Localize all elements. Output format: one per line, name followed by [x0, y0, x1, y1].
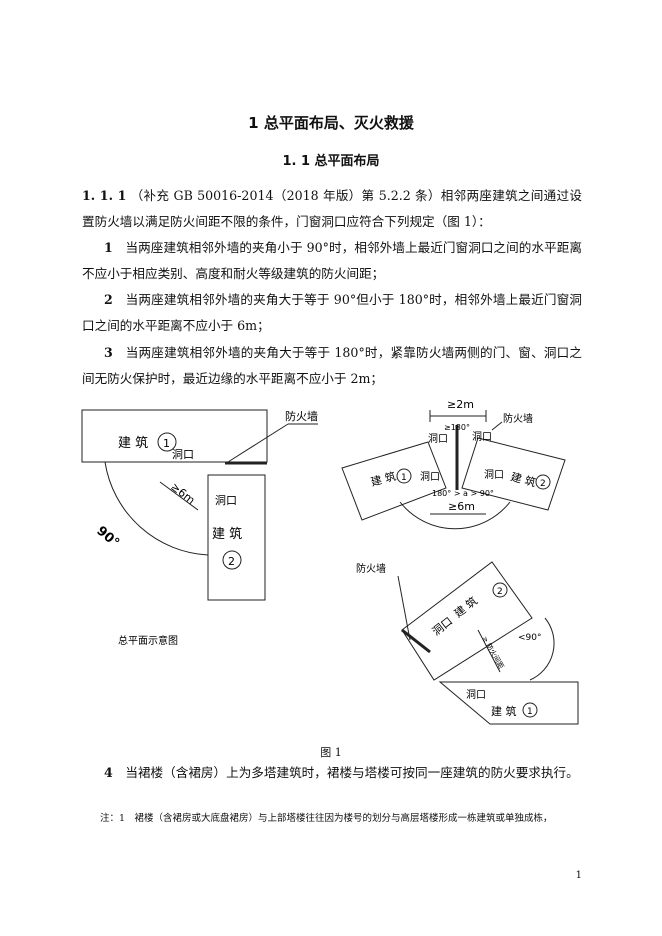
- building-2-label: 建 筑: [212, 526, 242, 542]
- item-text: 当两座建筑相邻外墙的夹角小于 90°时，相邻外墙上最近门窗洞口之间的水平距离不应…: [82, 240, 583, 281]
- building-1-outline-rt: [341, 441, 447, 521]
- page-number: 1: [575, 870, 582, 881]
- number-circle: [522, 702, 538, 718]
- item-number: 1: [104, 240, 113, 255]
- firewall-line-rb: [401, 628, 431, 654]
- distance-label: ≥6m: [168, 480, 197, 507]
- opening-label-rt-3: 洞口: [420, 471, 440, 483]
- building-1-label: 建 筑: [118, 435, 148, 451]
- building-1-number: 1: [163, 437, 170, 450]
- list-item-1: 1 当两座建筑相邻外墙的夹角小于 90°时，相邻外墙上最近门窗洞口之间的水平距离…: [82, 235, 582, 287]
- item-number: 3: [104, 345, 113, 360]
- figure-caption: 图 1: [320, 746, 342, 759]
- angle-label: 90°: [93, 524, 121, 551]
- opening-label-2: 洞口: [215, 494, 237, 507]
- angle-range-label: 180° > a > 90°: [432, 489, 494, 498]
- plan-title: 总平面示意图: [118, 634, 178, 647]
- opening-label-rb-2: 洞口: [466, 689, 486, 701]
- building-1-number-rt: 1: [401, 473, 407, 483]
- item-text: 当两座建筑相邻外墙的夹角大于等于 180°时，紧靠防火墙两侧的门、窗、洞口之间无…: [82, 345, 582, 386]
- building-1-number-rb: 1: [527, 707, 533, 717]
- number-circle: [535, 474, 551, 490]
- number-circle: [157, 432, 177, 452]
- opening-label-rt-4: 洞口: [484, 469, 504, 481]
- firewall-leader: [227, 423, 289, 463]
- item-text: 当两座建筑相邻外墙的夹角大于等于 90°但小于 180°时，相邻外墙上最近门窗洞…: [82, 292, 582, 333]
- building-1-outline-rb: [438, 681, 579, 725]
- chapter-heading: 1 总平面布局、灭火救援: [248, 114, 414, 132]
- distance-label-rb: ≥ 防火间距: [480, 635, 506, 671]
- item-number: 2: [104, 292, 113, 307]
- angle-arc-rb: [529, 617, 555, 681]
- opening-label-rb: 洞口: [430, 615, 455, 639]
- opening-label-rt-2: 洞口: [472, 431, 492, 443]
- building-2-number-rb: 2: [497, 587, 503, 597]
- building-1-label-rt: 建 筑: [369, 469, 397, 489]
- clause-number: 1. 1. 1: [82, 188, 127, 203]
- list-item-3: 3 当两座建筑相邻外墙的夹角大于等于 180°时，紧靠防火墙两侧的门、窗、洞口之…: [82, 340, 582, 392]
- building-2-label-rb: 建 筑: [451, 594, 480, 621]
- firewall-label-rt: 防火墙: [503, 412, 533, 425]
- firewall-leader-rt: [491, 421, 503, 431]
- dist-6m-label: ≥6m: [448, 500, 475, 513]
- clause-paragraph: 1. 1. 1 （补充 GB 50016-2014（2018 年版）第 5.2.…: [82, 183, 582, 235]
- number-circle: [396, 468, 412, 484]
- building-2-outline-rb: [401, 561, 533, 681]
- firewall-label-rb: 防火墙: [356, 562, 386, 575]
- angle-180-label: ≥180°: [444, 423, 470, 432]
- building-1-label-rb: 建 筑: [491, 704, 517, 718]
- angle-arc-rt: [399, 501, 511, 530]
- list-item-4: 4 当裙楼（含裙房）上为多塔建筑时，裙楼与塔楼可按同一座建筑的防火要求执行。: [82, 760, 582, 786]
- building-2-outline-rt: [461, 437, 566, 511]
- item-number: 4: [104, 765, 113, 780]
- building-2-outline: [207, 474, 266, 601]
- clause-text: （补充 GB 50016-2014（2018 年版）第 5.2.2 条）相邻两座…: [82, 188, 582, 229]
- distance-line: [159, 481, 199, 511]
- firewall-leader-rb: [397, 575, 411, 641]
- building-2-number-rt: 2: [540, 479, 546, 489]
- number-circle: [492, 582, 508, 598]
- building-2-label-rt: 建 筑: [509, 469, 537, 489]
- building-2-number: 2: [228, 555, 235, 568]
- opening-label-rt-1: 洞口: [428, 433, 448, 445]
- angle-label-rb: <90°: [518, 633, 542, 643]
- dist-2m-label: ≥2m: [447, 398, 474, 411]
- footnote: 注：1 裙楼（含裙房或大底盘裙房）与上部塔楼往往因为楼号的划分与高层塔楼形成一栋…: [100, 813, 553, 824]
- section-heading: 1. 1 总平面布局: [282, 154, 380, 169]
- item-text: 当裙楼（含裙房）上为多塔建筑时，裙楼与塔楼可按同一座建筑的防火要求执行。: [125, 765, 579, 780]
- firewall-label: 防火墙: [285, 409, 318, 423]
- opening-label: 洞口: [172, 448, 194, 461]
- list-item-2: 2 当两座建筑相邻外墙的夹角大于等于 90°但小于 180°时，相邻外墙上最近门…: [82, 287, 582, 339]
- angle-arc: [104, 461, 209, 556]
- distance-line-rb: [477, 629, 501, 673]
- building-1-outline: [81, 409, 268, 463]
- figure-1: 建 筑 1 洞口 防火墙 ≥6m 洞口 建 筑 2 90° 总平面示意图 ≥2m…: [81, 398, 579, 725]
- number-circle: [222, 550, 242, 570]
